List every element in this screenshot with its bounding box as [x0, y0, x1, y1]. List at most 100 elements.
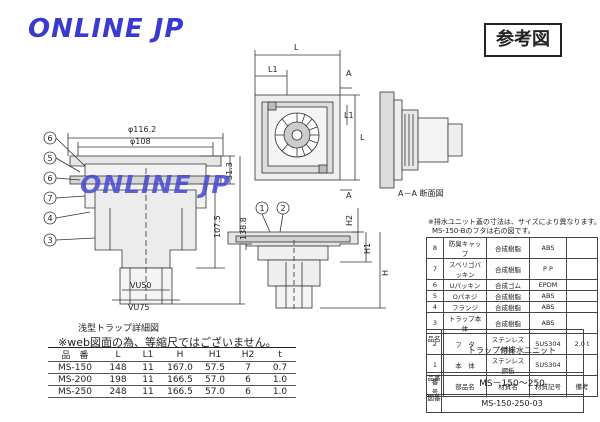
dim-L1-side: L1	[344, 111, 354, 120]
parts-cell: ABS	[529, 301, 567, 313]
parts-note: ※排水ユニット蓋の寸法は、サイズにより異なります。	[428, 218, 600, 226]
title-side-name: 品名	[427, 330, 442, 378]
callout-2: 5	[47, 154, 52, 163]
spec-row: MS-200 198 11 166.5 57.0 6 1.0	[48, 373, 296, 386]
spec-cell: 1.0	[264, 385, 296, 398]
parts-cell: P P	[529, 258, 567, 280]
callout-6: 3	[47, 236, 52, 245]
spec-cell: 57.5	[198, 361, 232, 374]
spec-header: L	[102, 347, 134, 362]
spec-header: t	[264, 347, 296, 362]
drawing-number: MS-150-250-03	[441, 394, 583, 412]
spec-cell: 11	[134, 385, 162, 398]
spec-header: L1	[134, 347, 162, 362]
dim-1388: 138.8	[239, 217, 248, 240]
dim-L1-plan: L1	[268, 65, 278, 74]
parts-cell: 合成樹脂	[486, 258, 530, 280]
watermark-middle: ONLINE JP	[80, 170, 231, 199]
spec-cell: 57.0	[198, 373, 232, 386]
parts-cell: 備考	[566, 375, 598, 397]
spec-table: 品 番 L L1 H H1 H2 t MS-150 148 11 167.0 5…	[48, 347, 296, 398]
callout-4: 7	[47, 194, 52, 203]
spec-row: MS-150 148 11 167.0 57.5 7 0.7	[48, 361, 296, 374]
parts-cell	[566, 301, 598, 313]
spec-cell: 1.0	[264, 373, 296, 386]
spec-header: H1	[198, 347, 232, 362]
dim-vu75: VU75	[128, 303, 150, 312]
parts-cell	[566, 258, 598, 280]
section-label: A－A 断面図	[398, 188, 444, 198]
spec-header: H2	[232, 347, 264, 362]
dim-1075: 107.5	[213, 215, 222, 238]
dim-L-plan: L	[294, 43, 299, 52]
spec-cell: 0.7	[264, 361, 296, 374]
dim-vu50: VU50	[130, 281, 152, 290]
spec-header-row: 品 番 L L1 H H1 H2 t	[48, 347, 296, 362]
product-name: トラップ付排水ユニット	[468, 346, 556, 355]
parts-cell: ABS	[529, 237, 567, 259]
parts-cell: 5	[426, 290, 444, 302]
title-side-model: 品番	[427, 372, 442, 397]
spec-cell: MS-150	[48, 361, 102, 374]
dim-A-top: A	[346, 69, 352, 78]
parts-cell: 8	[426, 237, 444, 259]
trap-flange	[69, 155, 222, 167]
spec-cell: 248	[102, 385, 134, 398]
parts-cell: Oパネジ	[443, 290, 487, 302]
parts-cell	[566, 279, 598, 291]
spec-cell: 167.0	[162, 361, 198, 374]
dim-H1: H1	[363, 243, 372, 254]
dim-d108: φ108	[130, 137, 151, 146]
section-trap	[257, 245, 329, 261]
reference-label: 参考図	[484, 23, 562, 57]
parts-cell: ABS	[529, 290, 567, 302]
web-scale-note: ※web図面の為、等縮尺ではございません。	[58, 336, 277, 349]
spec-cell: 6	[232, 373, 264, 386]
spec-cell: 11	[134, 373, 162, 386]
dim-d116: φ116.2	[128, 125, 156, 134]
parts-cell: 防臭キャップ	[443, 237, 487, 259]
dim-L-side: L	[360, 133, 365, 142]
spec-cell: 11	[134, 361, 162, 374]
parts-note-2: MS-150-Bのフタは右の図です。	[432, 227, 535, 235]
callout-1: 6	[47, 134, 52, 143]
parts-cell: 合成樹脂	[486, 290, 530, 302]
spec-cell: 198	[102, 373, 134, 386]
parts-cell: 4	[426, 301, 444, 313]
parts-cell	[566, 237, 598, 259]
parts-cell: スベリゴバッキン	[443, 258, 487, 280]
plan-grate-slots	[275, 113, 319, 157]
title-side-drawing: 図番	[427, 394, 442, 412]
parts-cell: フランジ	[443, 301, 487, 313]
spec-cell: 148	[102, 361, 134, 374]
parts-cell: 合成樹脂	[486, 301, 530, 313]
parts-cell: 7	[426, 258, 444, 280]
callout-7: 1	[259, 204, 264, 213]
spec-cell: 57.0	[198, 385, 232, 398]
dim-A-bottom: A	[346, 191, 352, 200]
side-view-body	[379, 91, 395, 189]
title-block: 品名 トラップ付排水ユニット 品番 MS－150～250 図番 MS-150-2…	[426, 329, 584, 413]
spec-header: H	[162, 347, 198, 362]
trap-detail-caption: 浅型トラップ詳細図	[78, 324, 160, 334]
callout-8: 2	[280, 204, 285, 213]
parts-cell: 番号	[426, 375, 444, 397]
spec-cell: 166.5	[162, 385, 198, 398]
spec-cell: 6	[232, 385, 264, 398]
parts-cell: 6	[426, 279, 444, 291]
dim-H: H	[381, 270, 390, 276]
callout-3: 6	[47, 174, 52, 183]
product-model: MS－150～250	[441, 372, 583, 395]
spec-row: MS-250 248 11 166.5 57.0 6 1.0	[48, 385, 296, 398]
spec-header: 品 番	[48, 347, 102, 362]
parts-cell: Uパッキン	[443, 279, 487, 291]
parts-cell: 合成ゴム	[486, 279, 530, 291]
parts-row: 番号部品名材質名材質記号備考	[426, 375, 598, 397]
dim-313: 31.3	[225, 162, 234, 180]
watermark-top: ONLINE JP	[28, 14, 185, 44]
